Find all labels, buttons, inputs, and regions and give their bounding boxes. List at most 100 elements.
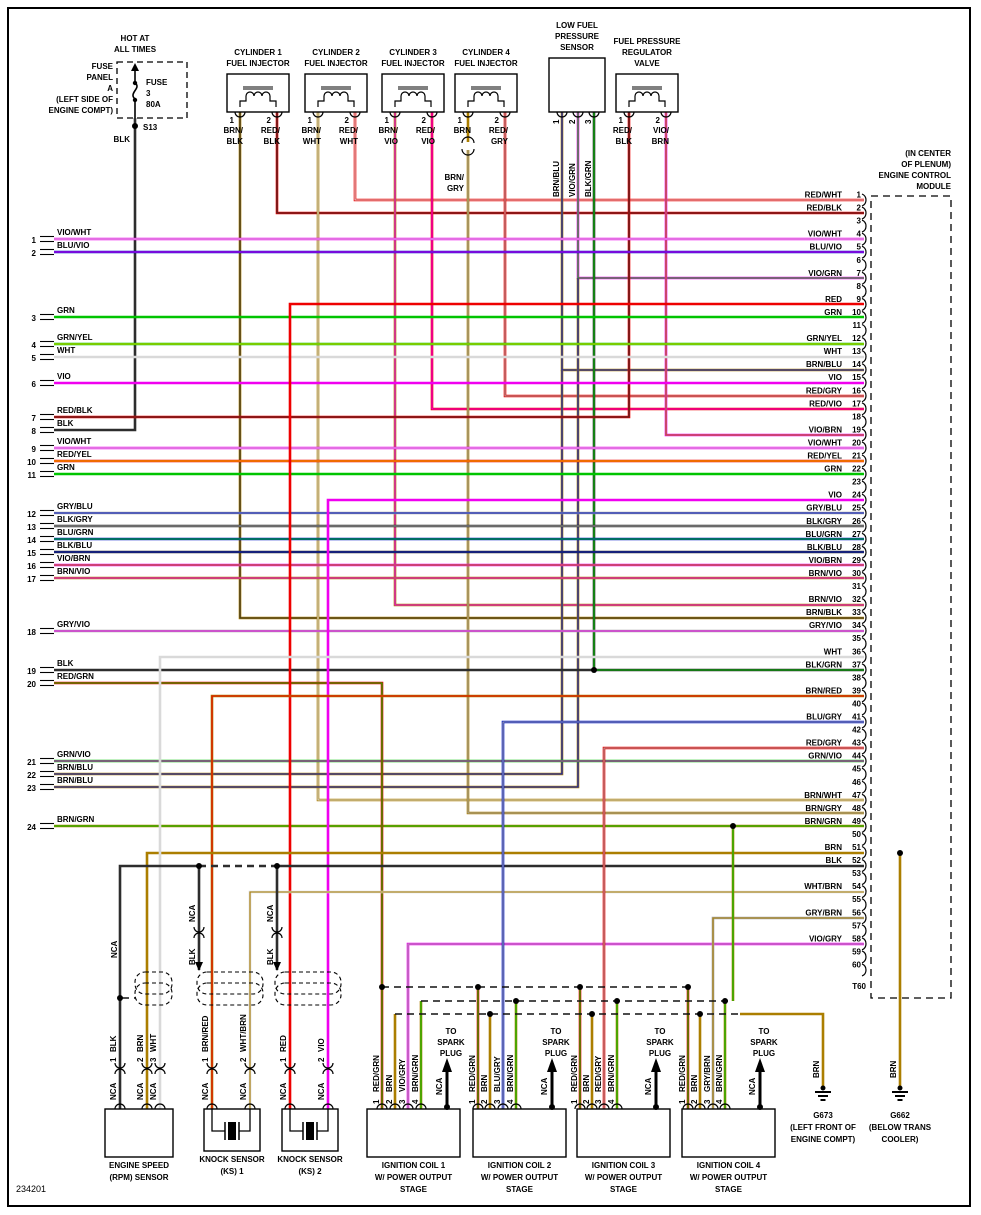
drain-arrow	[273, 962, 281, 971]
fuse-panel-label: (LEFT SIDE OF	[56, 95, 113, 104]
pin-wire-label: RED/	[261, 126, 281, 135]
component-ignition-coil-1: RED/GRN1BRN2VIO/GRY3BRN/GRN4NCATOSPARKPL…	[366, 1027, 465, 1194]
ecm-pin-number: 47	[852, 791, 861, 800]
ground-id: G662	[890, 1111, 910, 1120]
ecm-pin-number: 55	[852, 895, 861, 904]
junction-dot	[117, 995, 123, 1001]
connector-arc	[244, 1062, 256, 1069]
pin-number-vertical: 2	[136, 1057, 145, 1062]
ecm-pin-label: VIO/WHT	[808, 230, 842, 239]
nca-label: NCA	[317, 1082, 326, 1100]
left-pin-number: 2	[32, 249, 37, 258]
coil-leads	[628, 96, 666, 107]
ecm-pin-number: 37	[852, 660, 861, 669]
ecm-pin-label: RED/BLK	[806, 204, 842, 213]
ecm-pin-number: 4	[857, 230, 862, 239]
left-pin-number: 16	[27, 562, 36, 571]
left-pin-number: 8	[32, 427, 37, 436]
pin-socket-arc	[402, 1103, 414, 1110]
pin-number: 2	[345, 116, 350, 125]
ecm-pin-number: 44	[852, 752, 861, 761]
component-title: LOW FUEL	[556, 21, 598, 30]
component-box	[304, 73, 368, 113]
left-pin-number: 12	[27, 510, 36, 519]
pin-wire-label: BLK	[264, 137, 281, 146]
left-pin-label: BLK	[57, 419, 74, 428]
component-title: STAGE	[400, 1185, 428, 1194]
wire-stripe-RED/GRN	[54, 682, 383, 987]
pin-number-vertical: 4	[506, 1099, 515, 1104]
ecm-pin-label: GRY/BLU	[806, 504, 842, 513]
ecm-pin-arc	[861, 885, 867, 899]
wire-VIO	[326, 498, 864, 1109]
left-pin-number: 14	[27, 536, 36, 545]
component-title: CYLINDER 2	[312, 48, 360, 57]
pin-number: 2	[656, 116, 661, 125]
left-pin-label: BLK/GRY	[57, 515, 93, 524]
pin-socket-arc	[484, 1103, 496, 1110]
ecm-pin-label: VIO/GRY	[809, 934, 843, 943]
ecm-pin-number: 52	[852, 856, 861, 865]
to-spark-plug-label: SPARK	[437, 1038, 465, 1047]
ecm-pin-arc	[861, 545, 867, 559]
left-pin-number: 15	[27, 549, 36, 558]
to-spark-plug-label: PLUG	[545, 1049, 567, 1058]
junction-dot	[274, 863, 280, 869]
pin-number-vertical: 2	[480, 1099, 489, 1104]
left-pin-number: 3	[32, 314, 37, 323]
knock-leads	[211, 1109, 251, 1132]
ecm-pin-number: 59	[852, 947, 861, 956]
pin-socket-arc	[389, 1103, 401, 1110]
ecm-pin-number: 10	[852, 308, 861, 317]
shield	[196, 982, 264, 1006]
shield	[274, 971, 342, 995]
nca-label: NCA	[435, 1077, 444, 1095]
ecm-pin-number: 19	[852, 425, 861, 434]
pin-number-vertical: 3	[584, 119, 593, 124]
component-ignition-coil-3: RED/GRN1BRN2RED/GRY3BRN/GRN4NCATOSPARKPL…	[570, 1027, 674, 1194]
connector-arc	[154, 1068, 166, 1075]
ecm-pin-arc	[861, 715, 867, 729]
connector-arc	[461, 148, 475, 156]
ecm-pin-label: BLK	[826, 856, 843, 865]
nca-label: NCA	[748, 1077, 757, 1095]
ecm-pin-number: 35	[852, 634, 861, 643]
ecm-pin-arc	[861, 219, 867, 233]
pin-wire-label: BRN/	[223, 126, 243, 135]
pin-wire-label-vertical: BRN	[385, 1074, 394, 1092]
left-pin-label: BLU/VIO	[57, 241, 89, 250]
ecm-pin-label: BLK/BLU	[807, 543, 842, 552]
pin-wire-label: WHT	[340, 137, 358, 146]
wire-BRN/BLU	[54, 278, 580, 789]
pin-wire-label-vertical: BRN	[582, 1074, 591, 1092]
fuse-label: 80A	[146, 100, 161, 109]
ecm-pin-arc	[861, 650, 867, 664]
ecm-pin-arc	[861, 297, 867, 311]
pin-socket-arc	[234, 111, 246, 118]
ecm-pin-arc	[861, 950, 867, 964]
ecm-pin-number: 18	[852, 412, 861, 421]
left-pin-number: 20	[27, 680, 36, 689]
ecm-pin-label: BLU/VIO	[810, 243, 842, 252]
component-title: IGNITION COIL 1	[382, 1161, 446, 1170]
left-pin-label: RED/BLK	[57, 406, 93, 415]
spark-arrowhead	[442, 1058, 452, 1072]
connector-arc	[141, 1062, 153, 1069]
ecm-pin-number: 60	[852, 960, 861, 969]
ecm-pin-label: VIO/GRN	[808, 269, 842, 278]
hot-at-all-times-label: ALL TIMES	[114, 45, 157, 54]
coil-winding	[473, 91, 499, 97]
component-box	[226, 73, 290, 113]
pin-socket-arc	[244, 1103, 256, 1110]
ecm-pin-label: WHT	[824, 347, 842, 356]
wire-stripe-BRN/GRY	[467, 150, 864, 814]
wire-stripe-BRN/BLU	[54, 370, 563, 775]
ecm-pin-arc	[861, 350, 867, 364]
left-pin-number: 7	[32, 414, 37, 423]
pin-socket-arc	[322, 1103, 334, 1110]
component-title: (RPM) SENSOR	[109, 1173, 168, 1182]
pin-wire-label: RED/	[613, 126, 633, 135]
ecm-pin-number: 45	[852, 765, 861, 774]
